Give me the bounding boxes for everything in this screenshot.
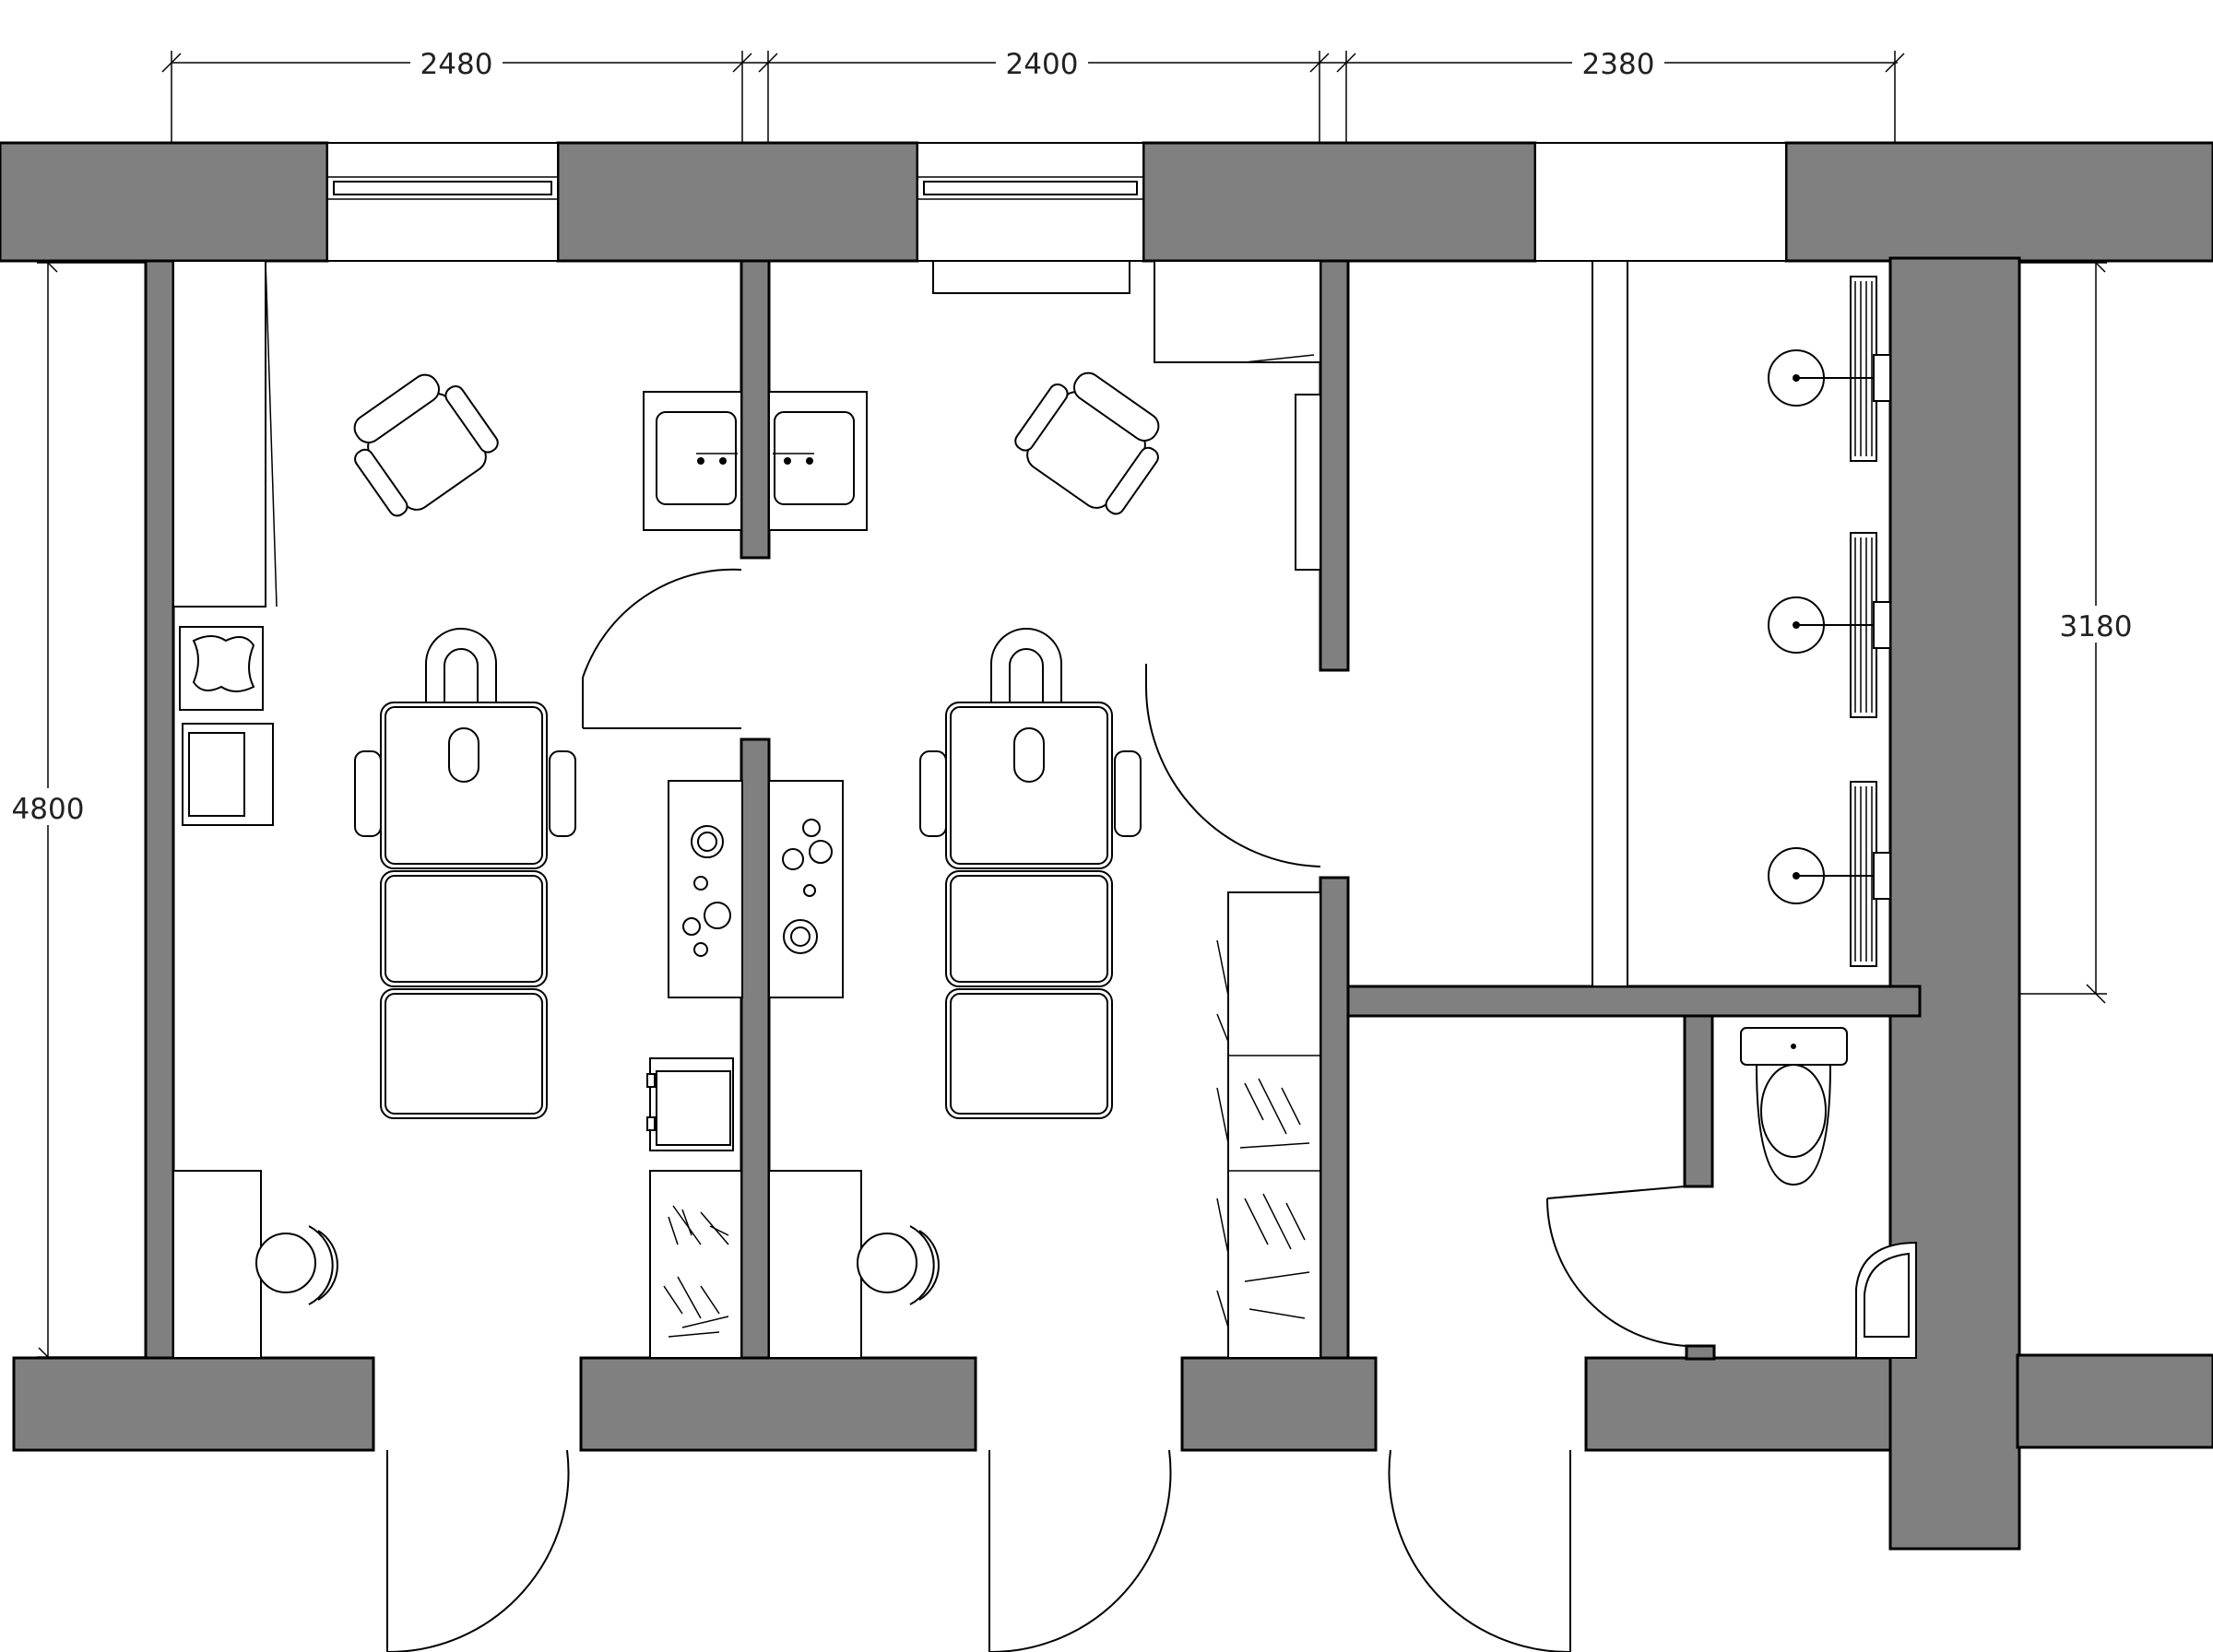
stool-2 <box>857 1225 940 1305</box>
basin-1 <box>1768 276 1891 462</box>
shower-tray <box>1855 1241 1917 1359</box>
sinks <box>643 391 868 531</box>
equipment-carts <box>668 780 844 998</box>
basin-3 <box>1768 781 1891 967</box>
bathroom-door <box>1545 1186 1687 1347</box>
desk-2 <box>768 1170 862 1359</box>
dimensions: 2480 2400 2380 4800 3180 <box>0 46 2144 1367</box>
desk-1 <box>172 1170 262 1359</box>
entrance-door-1 <box>386 1449 570 1652</box>
dim-right-height: 3180 <box>2060 610 2133 643</box>
dim-top-room-3: 2380 <box>1582 48 1655 81</box>
mirror-panel <box>1295 394 1321 571</box>
dim-left-height: 4800 <box>12 793 85 826</box>
side-unit <box>182 723 274 826</box>
exterior-doors <box>386 1449 1571 1652</box>
dim-top-room-1: 2480 <box>420 48 493 81</box>
window-seat <box>932 260 1130 294</box>
armchair-2 <box>1014 372 1160 515</box>
interior-door-1 <box>582 568 742 729</box>
bathroom <box>1545 1027 1917 1359</box>
stool-1 <box>255 1225 338 1305</box>
wash-basins <box>1768 276 1891 967</box>
room-1 <box>172 260 576 1359</box>
treatment-table-2 <box>919 628 1142 1119</box>
entrance-door-2 <box>988 1449 1172 1652</box>
interior-door-2 <box>1145 664 1321 867</box>
basin-2 <box>1768 532 1891 718</box>
windows <box>326 142 1787 262</box>
armchair-1 <box>353 373 499 517</box>
treatment-table-1 <box>354 628 576 1119</box>
wall-unit <box>1154 260 1321 363</box>
entrance-door-3 <box>1388 1449 1571 1652</box>
room-2 <box>768 260 1321 1359</box>
storage-shelf-1 <box>649 1170 742 1359</box>
dim-top-room-2: 2400 <box>1006 48 1079 81</box>
wall-cabinet <box>172 260 266 608</box>
toilet <box>1740 1027 1848 1186</box>
sterilizer-cabinet <box>179 626 264 711</box>
exterior-walls <box>0 141 2213 1551</box>
partitions <box>144 259 1922 1361</box>
small-appliance <box>646 1057 734 1151</box>
storage-shelf-2 <box>1216 891 1321 1359</box>
